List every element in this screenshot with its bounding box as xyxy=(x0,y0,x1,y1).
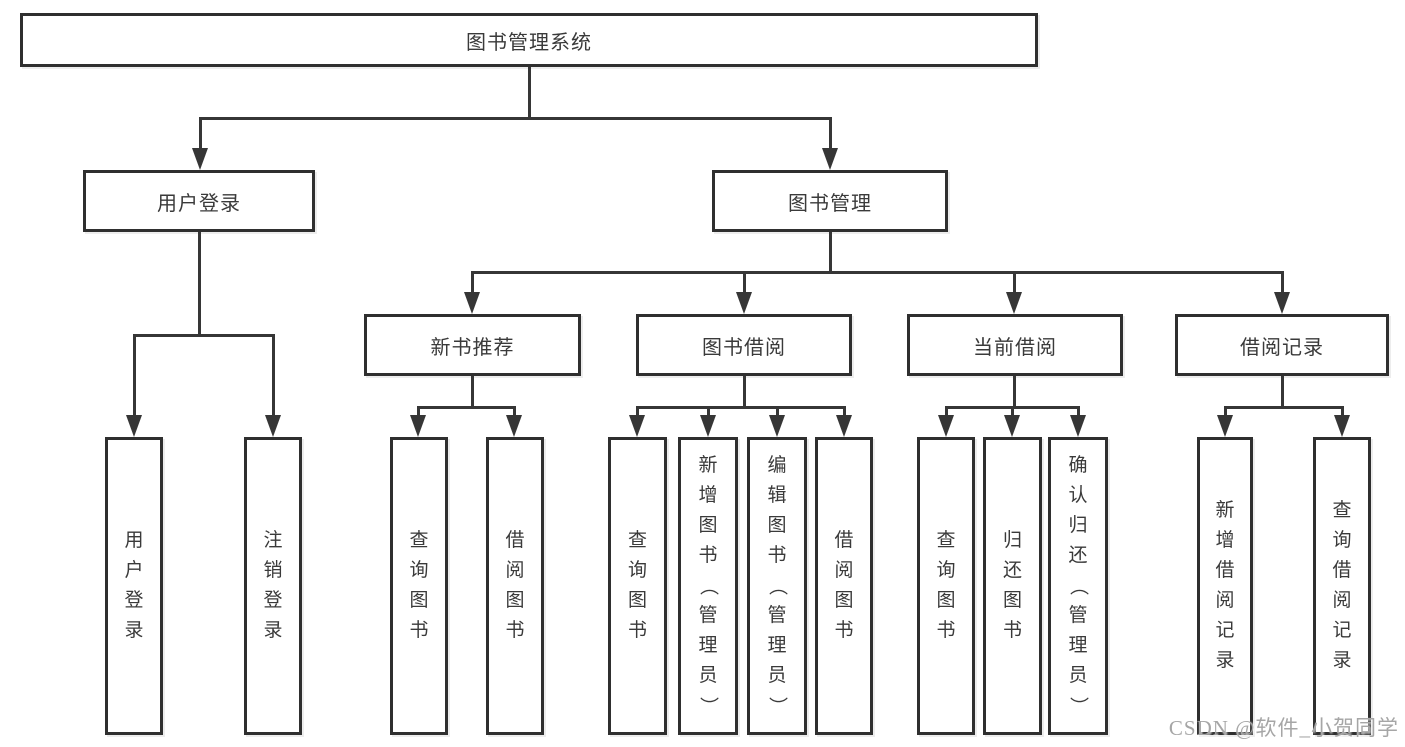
connector-line xyxy=(707,408,710,418)
connector-line xyxy=(528,67,531,119)
arrow-down-icon xyxy=(464,292,480,314)
node-confirm-return-admin: 确认归还（管理员） xyxy=(1048,437,1108,735)
connector-line xyxy=(1013,273,1016,294)
connector-line xyxy=(471,271,1284,274)
connector-line xyxy=(636,406,846,409)
connector-line xyxy=(776,408,779,418)
arrow-down-icon xyxy=(736,292,752,314)
node-book-management: 图书管理 xyxy=(712,170,948,232)
node-edit-book-admin: 编辑图书（管理员） xyxy=(747,437,807,735)
node-root-library-system: 图书管理系统 xyxy=(20,13,1038,67)
arrow-down-icon xyxy=(938,415,954,437)
connector-line xyxy=(1224,406,1344,409)
connector-line xyxy=(1011,408,1014,418)
connector-line xyxy=(471,376,474,408)
connector-line xyxy=(636,408,639,418)
node-new-book-recommend: 新书推荐 xyxy=(364,314,581,376)
connector-line xyxy=(272,336,275,416)
connector-line xyxy=(417,406,516,409)
node-add-borrow-record: 新增借阅记录 xyxy=(1197,437,1253,735)
connector-line xyxy=(471,273,474,294)
connector-line xyxy=(843,408,846,418)
arrow-down-icon xyxy=(126,415,142,437)
node-current-borrow: 当前借阅 xyxy=(907,314,1123,376)
node-current-query-book: 查询图书 xyxy=(917,437,975,735)
node-recommend-borrow-book: 借阅图书 xyxy=(486,437,544,735)
connector-line xyxy=(133,336,136,416)
arrow-down-icon xyxy=(265,415,281,437)
arrow-down-icon xyxy=(1217,415,1233,437)
node-recommend-query-book: 查询图书 xyxy=(390,437,448,735)
node-user-login: 用户登录 xyxy=(83,170,315,232)
connector-line xyxy=(133,334,275,337)
connector-line xyxy=(417,408,420,418)
connector-line xyxy=(1281,376,1284,408)
connector-line xyxy=(945,406,1080,409)
connector-line xyxy=(199,117,832,120)
connector-line xyxy=(829,118,832,150)
connector-line xyxy=(945,408,948,418)
arrow-down-icon xyxy=(410,415,426,437)
arrow-down-icon xyxy=(700,415,716,437)
arrow-down-icon xyxy=(629,415,645,437)
arrow-down-icon xyxy=(822,148,838,170)
connector-line xyxy=(1224,408,1227,418)
node-add-book-admin: 新增图书（管理员） xyxy=(678,437,738,735)
arrow-down-icon xyxy=(1274,292,1290,314)
node-query-borrow-record: 查询借阅记录 xyxy=(1313,437,1371,735)
connector-line xyxy=(829,232,832,274)
arrow-down-icon xyxy=(769,415,785,437)
arrow-down-icon xyxy=(1070,415,1086,437)
connector-line xyxy=(513,408,516,418)
node-return-book: 归还图书 xyxy=(983,437,1042,735)
arrow-down-icon xyxy=(1004,415,1020,437)
node-borrow-query-book: 查询图书 xyxy=(608,437,667,735)
connector-line xyxy=(1341,408,1344,418)
connector-line xyxy=(1077,408,1080,418)
connector-line xyxy=(1013,376,1016,408)
arrow-down-icon xyxy=(836,415,852,437)
arrow-down-icon xyxy=(1334,415,1350,437)
node-borrow-book: 借阅图书 xyxy=(815,437,873,735)
arrow-down-icon xyxy=(506,415,522,437)
node-borrow-record: 借阅记录 xyxy=(1175,314,1389,376)
connector-line xyxy=(198,232,201,337)
node-user-login-leaf: 用户登录 xyxy=(105,437,163,735)
arrow-down-icon xyxy=(1006,292,1022,314)
watermark: CSDN @软件_小贺同学 xyxy=(1168,716,1399,740)
node-book-borrow: 图书借阅 xyxy=(636,314,852,376)
node-logout: 注销登录 xyxy=(244,437,302,735)
connector-line xyxy=(743,273,746,294)
connector-line xyxy=(1281,273,1284,294)
connector-line xyxy=(743,376,746,408)
connector-line xyxy=(199,118,202,150)
arrow-down-icon xyxy=(192,148,208,170)
